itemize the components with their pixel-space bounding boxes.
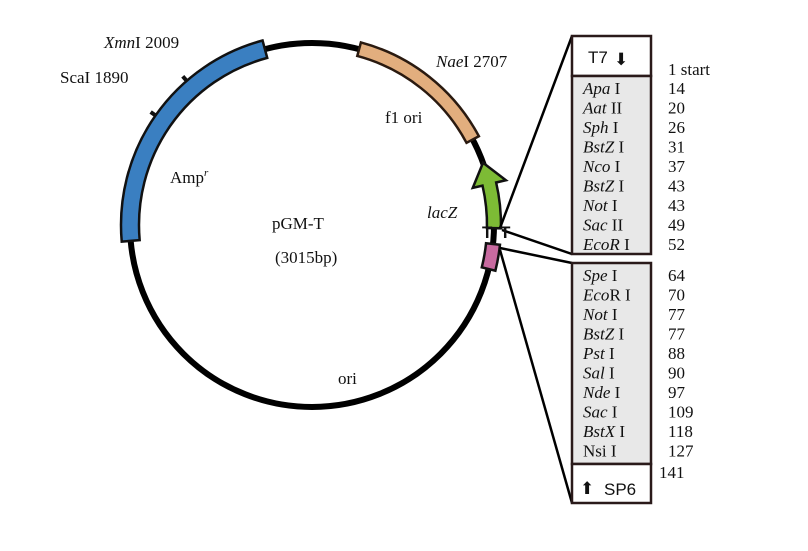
naei-site-label: NaeI 2707 (435, 52, 508, 71)
restriction-site-position: 20 (668, 99, 685, 118)
xmni-site-label: XmnI 2009 (103, 33, 179, 52)
down-arrow-icon: ⬇ (614, 50, 628, 69)
t-mark-left: T (482, 223, 493, 242)
f1-ori-arc (355, 40, 481, 145)
restriction-site-name: BstZ I (583, 177, 624, 196)
restriction-site-position: 77 (668, 305, 686, 324)
restriction-site-position: 43 (668, 177, 685, 196)
restriction-site-name: Spe I (583, 266, 618, 285)
restriction-site-position: 88 (668, 344, 685, 363)
f1-ori-label: f1 ori (385, 108, 423, 127)
t7-promoter-box (570, 34, 653, 78)
connector-line-top (498, 35, 574, 229)
connector-line-bottom (498, 249, 574, 504)
t7-label: T7 (588, 48, 608, 67)
restriction-site-position: 43 (668, 196, 685, 215)
restriction-site-position: 118 (668, 422, 693, 441)
restriction-site-name: EcoR I (582, 235, 630, 254)
sp6-position: 141 (659, 463, 685, 482)
restriction-site-name: Sph I (583, 118, 619, 137)
restriction-site-position: 109 (668, 403, 694, 422)
restriction-site-name: Sac I (583, 403, 618, 422)
scai-site-tick (149, 110, 158, 118)
restriction-site-name: Aat II (582, 99, 623, 118)
restriction-site-name: BstZ I (583, 138, 624, 157)
up-arrow-icon: ⬆ (580, 479, 594, 498)
t7-start-position: 1 start (668, 60, 710, 79)
restriction-site-position: 49 (668, 216, 685, 235)
sp6-promoter-box (570, 462, 653, 505)
restriction-site-position: 97 (668, 383, 686, 402)
restriction-site-name: BstX I (583, 422, 625, 441)
plasmid-name: pGM-T (272, 214, 325, 233)
sp6-label: SP6 (604, 480, 636, 499)
restriction-site-name: EcoR I (582, 286, 631, 305)
ori-label: ori (338, 369, 357, 388)
ampr-label: Ampr (170, 167, 209, 187)
restriction-site-position: 64 (668, 266, 686, 285)
restriction-site-name: Nsi I (583, 442, 617, 461)
restriction-site-name: Sac II (583, 216, 623, 235)
ampr-gene-arc (119, 38, 269, 244)
xmni-site-tick (181, 75, 189, 83)
t-mark-right: T (500, 223, 511, 242)
restriction-site-name: Sal I (583, 364, 615, 383)
lacz-arrow (470, 160, 509, 230)
restriction-site-position: 14 (668, 79, 686, 98)
mcs-upper-box (570, 74, 653, 256)
restriction-site-name: Nde I (582, 383, 621, 402)
mcs-block (480, 241, 502, 273)
restriction-site-name: Not I (582, 305, 618, 324)
connector-line-upper-bottom (501, 228, 573, 256)
restriction-site-position: 127 (668, 442, 694, 461)
plasmid-size: (3015bp) (275, 248, 337, 267)
restriction-site-position: 31 (668, 138, 685, 157)
lacz-label: lacZ (427, 203, 458, 222)
restriction-site-position: 77 (668, 325, 686, 344)
restriction-site-name: Not I (582, 196, 618, 215)
restriction-site-position: 37 (668, 157, 686, 176)
connector-line-lower-top (499, 246, 573, 265)
restriction-site-position: 52 (668, 235, 685, 254)
restriction-site-name: Apa I (582, 79, 621, 98)
restriction-site-position: 26 (668, 118, 685, 137)
restriction-site-name: Pst I (582, 344, 615, 363)
restriction-site-position: 70 (668, 286, 685, 305)
scai-site-label: ScaI 1890 (60, 68, 128, 87)
restriction-site-name: Nco I (582, 157, 621, 176)
restriction-site-name: BstZ I (583, 325, 624, 344)
restriction-site-position: 90 (668, 364, 685, 383)
mcs-lower-box (570, 261, 653, 466)
